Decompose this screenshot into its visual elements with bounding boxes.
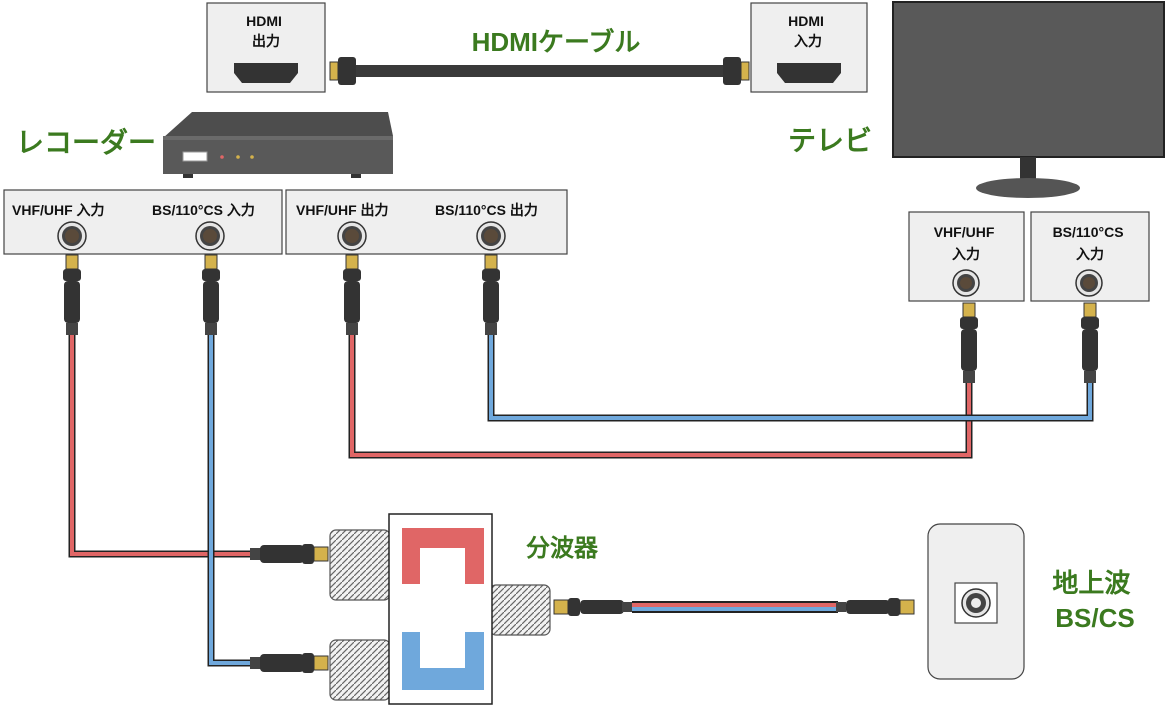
hdmi-cable-label: HDMIケーブル xyxy=(472,27,641,57)
rec-vhf-out-label: VHF/UHF 出力 xyxy=(296,202,389,218)
wall-outlet xyxy=(927,523,1025,680)
tv-vhf-in-label: VHF/UHF 入力 xyxy=(934,224,999,262)
rec-bs-in-label: BS/110°CS 入力 xyxy=(152,202,255,218)
hdmi-in-line1: HDMI xyxy=(788,13,824,29)
tv-bs-line2: 入力 xyxy=(1076,246,1104,262)
hdmi-in-label: HDMI 入力 xyxy=(788,13,828,49)
hdmi-output-port: HDMI 出力 xyxy=(206,2,326,93)
plug-splitter-red xyxy=(250,544,329,564)
wall-line1: 地上波 xyxy=(1052,568,1131,598)
tv-vhf-input-port: VHF/UHF 入力 xyxy=(908,211,1025,302)
cable-combined xyxy=(553,598,915,616)
recorder-output-panel: VHF/UHF 出力 BS/110°CS 出力 xyxy=(285,189,568,255)
splitter-title: 分波器 xyxy=(526,535,599,562)
recorder-device xyxy=(163,112,393,178)
rec-vhf-in-label: VHF/UHF 入力 xyxy=(12,202,105,218)
plug-rec-bs-in xyxy=(201,254,221,336)
recorder-title: レコーダー xyxy=(16,126,156,158)
plug-rec-bs-out xyxy=(481,254,501,336)
hdmi-out-label: HDMI 出力 xyxy=(246,13,286,49)
cable-blue-recorder-out xyxy=(487,333,1094,422)
wall-line2: BS/CS xyxy=(1055,603,1134,633)
plug-splitter-blue xyxy=(250,653,329,673)
tv-bs-input-port: BS/110°CS 入力 xyxy=(1030,211,1150,302)
recorder-input-panel: VHF/UHF 入力 BS/110°CS 入力 xyxy=(3,189,283,255)
hdmi-out-line2: 出力 xyxy=(252,33,280,49)
tv-vhf-line1: VHF/UHF xyxy=(934,224,995,240)
tv-title: テレビ xyxy=(788,125,872,156)
hdmi-input-port: HDMI 入力 xyxy=(750,2,868,93)
cable-red-recorder-out xyxy=(348,333,973,459)
plug-rec-vhf-out xyxy=(342,254,362,336)
hdmi-in-line2: 入力 xyxy=(794,33,822,49)
hdmi-out-line1: HDMI xyxy=(246,13,282,29)
rec-bs-out-label: BS/110°CS 出力 xyxy=(435,202,538,218)
plug-tv-vhf-in xyxy=(959,302,979,384)
hdmi-cable xyxy=(329,57,750,85)
plug-rec-vhf-in xyxy=(62,254,82,336)
cable-blue-recorder-in xyxy=(207,333,252,667)
cable-red-recorder-in xyxy=(68,333,252,558)
tv-bs-line1: BS/110°CS xyxy=(1053,224,1124,240)
tv-bs-in-label: BS/110°CS 入力 xyxy=(1053,224,1128,262)
tv-device xyxy=(892,1,1165,198)
tv-vhf-line2: 入力 xyxy=(952,246,980,262)
plug-tv-bs-in xyxy=(1080,302,1100,384)
wall-title: 地上波 BS/CS xyxy=(1052,568,1137,633)
splitter-device xyxy=(329,513,551,705)
